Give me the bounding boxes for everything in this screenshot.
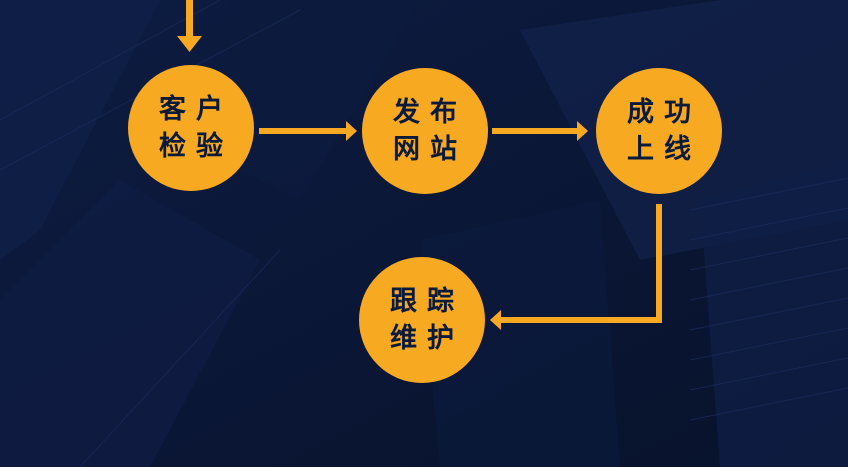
node-publish-website: 发布 网站: [362, 68, 488, 194]
node-customer-inspection: 客户 检验: [128, 65, 254, 191]
node-follow-up-maintenance: 跟踪 维护: [359, 257, 485, 383]
node-launch-success: 成功 上线: [596, 68, 722, 194]
arrow-inspect-to-publish: [259, 121, 357, 141]
node-label-line2: 网站: [393, 134, 467, 165]
arrow-online-to-maintain: [490, 204, 662, 330]
node-label-line2: 维护: [390, 323, 464, 354]
node-label-line2: 检验: [159, 131, 233, 162]
arrow-publish-to-online: [492, 121, 588, 141]
node-label-line1: 发布: [393, 97, 467, 128]
node-label-line1: 客户: [159, 94, 233, 125]
entry-arrow: [177, 0, 202, 52]
node-label-line1: 成功: [627, 97, 701, 128]
node-label-line2: 上线: [627, 134, 701, 165]
node-label-line1: 跟踪: [390, 286, 464, 317]
